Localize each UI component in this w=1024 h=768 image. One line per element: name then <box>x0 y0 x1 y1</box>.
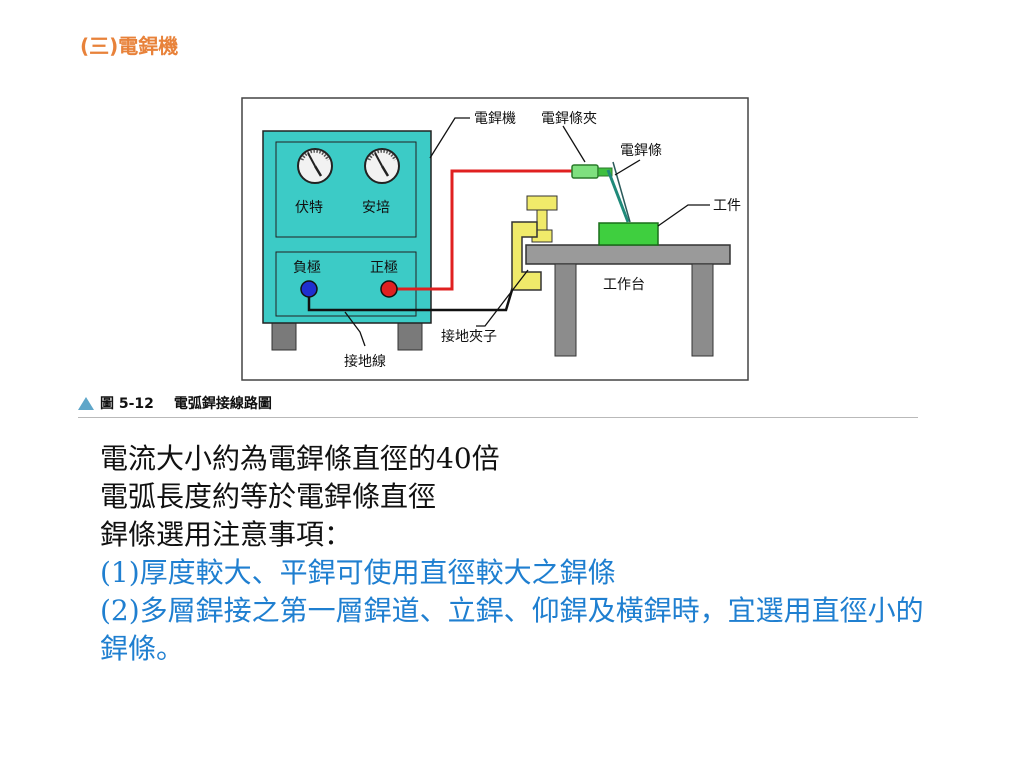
figure-caption: 圖 5-12 電弧銲接線路圖 <box>78 393 272 413</box>
positive-cable <box>389 169 574 291</box>
electrode-rod <box>606 169 630 223</box>
voltmeter-gauge-icon <box>297 148 333 184</box>
ammeter-gauge-icon <box>364 148 400 184</box>
figure-title: 電弧銲接線路圖 <box>173 396 272 412</box>
triangle-marker-icon <box>78 396 94 410</box>
slide-title: (三)電銲機 <box>80 34 179 58</box>
note-item-1: (1)厚度較大、平銲可使用直徑較大之銲條 <box>100 556 616 589</box>
positive-terminal-icon <box>380 280 398 298</box>
caption-divider <box>78 417 918 418</box>
ammeter-label: 安培 <box>362 200 390 216</box>
ground-clamp-icon <box>511 195 558 291</box>
voltmeter-label: 伏特 <box>295 200 323 216</box>
worktable-top <box>525 244 731 265</box>
workpiece-label: 工件 <box>713 198 741 214</box>
body-text: 電流大小約為電銲條直徑的40倍 電弧長度約等於電銲條直徑 銲條選用注意事項： (… <box>100 440 940 668</box>
text-line-notes-heading: 銲條選用注意事項： <box>100 518 353 551</box>
welder-label: 電銲機 <box>474 111 516 127</box>
figure-number: 圖 5-12 <box>100 396 154 412</box>
electrode-holder-jaw <box>597 167 613 177</box>
ground-clamp-label: 接地夾子 <box>441 328 497 345</box>
ground-wire-label: 接地線 <box>344 353 386 370</box>
machine-leg-right <box>397 319 423 351</box>
note-item-2: (2)多層銲接之第一層銲道、立銲、仰銲及橫銲時，宜選用直徑小的銲條。 <box>100 594 924 665</box>
negative-terminal-label: 負極 <box>293 260 321 276</box>
electrode-holder <box>571 164 599 179</box>
positive-terminal-label: 正極 <box>370 260 398 276</box>
workpiece <box>598 222 659 246</box>
machine-leg-left <box>271 319 297 351</box>
electrode-label: 電銲條 <box>620 143 662 159</box>
electrode-holder-label: 電銲條夾 <box>541 111 597 127</box>
worktable-leg-left <box>554 263 577 357</box>
worktable-label: 工作台 <box>603 277 645 293</box>
text-line-current: 電流大小約為電銲條直徑的40倍 <box>100 442 500 475</box>
text-line-arc-length: 電弧長度約等於電銲條直徑 <box>100 480 437 513</box>
negative-terminal-icon <box>300 280 318 298</box>
worktable-leg-right <box>691 263 714 357</box>
